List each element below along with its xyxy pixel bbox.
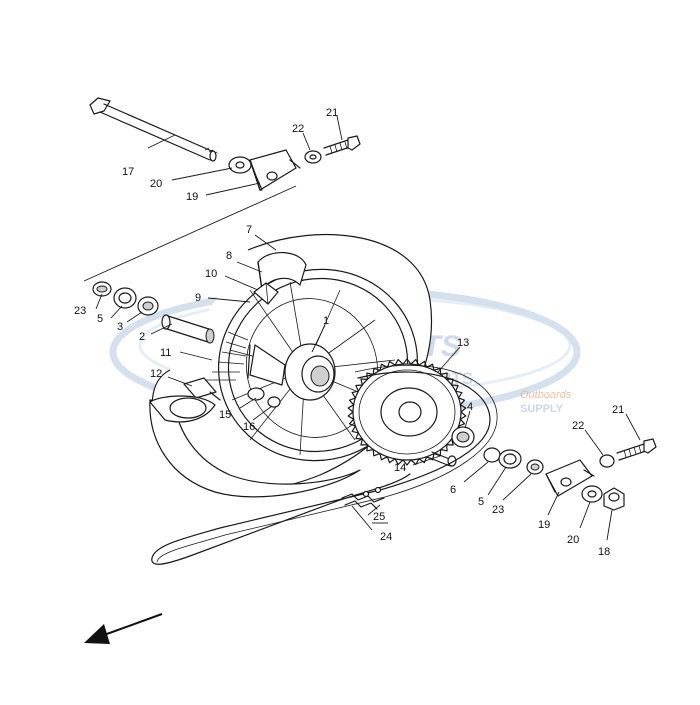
washer-bottom bbox=[581, 485, 603, 503]
washer-top bbox=[228, 156, 252, 174]
callout-5-right: 5 bbox=[478, 496, 484, 508]
watermark-line3: Outboards bbox=[520, 389, 572, 401]
nut-bottom bbox=[599, 454, 615, 468]
valve bbox=[183, 377, 221, 401]
circlip bbox=[483, 447, 501, 463]
sprocket bbox=[347, 358, 467, 466]
callout-15: 15 bbox=[219, 409, 231, 421]
callout-14: 14 bbox=[394, 462, 406, 474]
axle-nut bbox=[603, 487, 625, 511]
callout-13: 13 bbox=[457, 337, 469, 349]
callout-4: 4 bbox=[467, 401, 473, 413]
callout-12: 12 bbox=[150, 368, 162, 380]
callout-7: 7 bbox=[246, 224, 252, 236]
leader-lines bbox=[95, 115, 641, 541]
callout-8: 8 bbox=[226, 250, 232, 262]
collar bbox=[161, 314, 215, 344]
callout-3: 3 bbox=[117, 321, 123, 333]
callout-22-top: 22 bbox=[292, 123, 304, 135]
front-arrow-icon bbox=[84, 613, 163, 644]
assembly-guide-line bbox=[83, 185, 297, 282]
callout-19-top: 19 bbox=[186, 191, 198, 203]
callout-11: 11 bbox=[160, 347, 171, 359]
callout-18: 18 bbox=[598, 546, 610, 558]
chain-joint bbox=[341, 486, 385, 510]
callout-16: 16 bbox=[243, 421, 255, 433]
chain-adjuster-top bbox=[249, 149, 301, 191]
axle bbox=[89, 97, 218, 162]
callout-10: 10 bbox=[205, 268, 217, 280]
collar-16 bbox=[267, 396, 281, 408]
drive-chain bbox=[151, 365, 498, 565]
nut-top bbox=[304, 150, 322, 164]
callout-9: 9 bbox=[195, 292, 201, 304]
callout-25: 25 bbox=[373, 511, 385, 523]
callout-23-right: 23 bbox=[492, 504, 504, 516]
callout-24: 24 bbox=[380, 531, 392, 543]
callout-22-bottom: 22 bbox=[572, 420, 584, 432]
callout-labels: 17 20 19 22 21 7 8 10 9 23 5 3 2 1 11 12… bbox=[74, 107, 624, 558]
callout-19-bottom: 19 bbox=[538, 519, 550, 531]
tire-side bbox=[149, 399, 361, 498]
callout-6: 6 bbox=[450, 484, 456, 496]
watermark-line4: SUPPLY bbox=[520, 403, 564, 415]
callout-2: 2 bbox=[139, 331, 145, 343]
callout-20-bottom: 20 bbox=[567, 534, 579, 546]
oil-seal-right bbox=[498, 449, 522, 469]
oil-seal-left bbox=[113, 287, 137, 309]
sprocket-teeth bbox=[347, 358, 467, 466]
chain-adjuster-bottom bbox=[545, 459, 595, 497]
spoke-nipple bbox=[247, 387, 265, 401]
callout-21-top: 21 bbox=[326, 107, 338, 119]
axle-head bbox=[89, 97, 111, 115]
callout-1: 1 bbox=[323, 315, 329, 327]
callout-5-left: 5 bbox=[97, 313, 103, 325]
tube-clip bbox=[253, 282, 279, 305]
bolt-top bbox=[323, 135, 361, 156]
callout-23-left: 23 bbox=[74, 305, 86, 317]
callout-17: 17 bbox=[122, 166, 134, 178]
rim-band bbox=[257, 251, 307, 291]
callout-20-top: 20 bbox=[150, 178, 162, 190]
sprocket-bolt bbox=[429, 451, 457, 467]
callout-21-bottom: 21 bbox=[612, 404, 624, 416]
bolt-bottom bbox=[616, 438, 657, 461]
spoke-set bbox=[206, 331, 249, 381]
